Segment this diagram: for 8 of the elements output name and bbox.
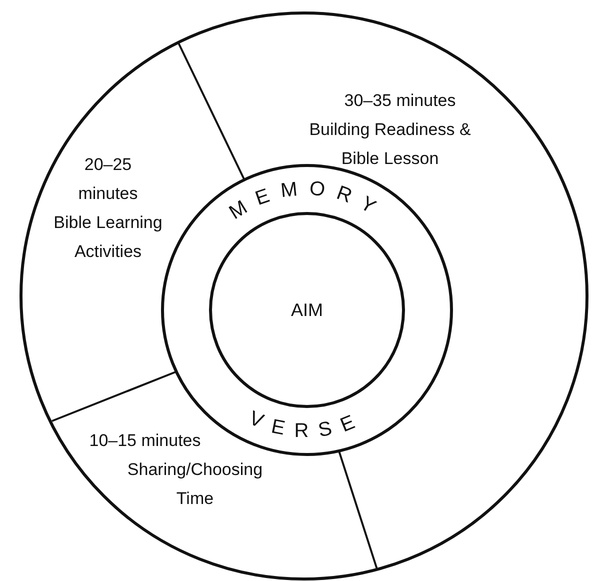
activity-label: Building Readiness & Bible Lesson xyxy=(308,119,472,170)
duration-label: 30–35 minutes xyxy=(343,90,457,112)
duration-label: 10–15 minutes xyxy=(88,430,202,452)
activity-label: Bible Learning Activities xyxy=(52,212,164,263)
center-label: AIM xyxy=(290,300,323,320)
activity-label: Sharing/Choosing Time xyxy=(126,459,264,510)
ring-label: VERSE xyxy=(246,407,368,442)
duration-label: 20–25 minutes xyxy=(77,154,139,205)
